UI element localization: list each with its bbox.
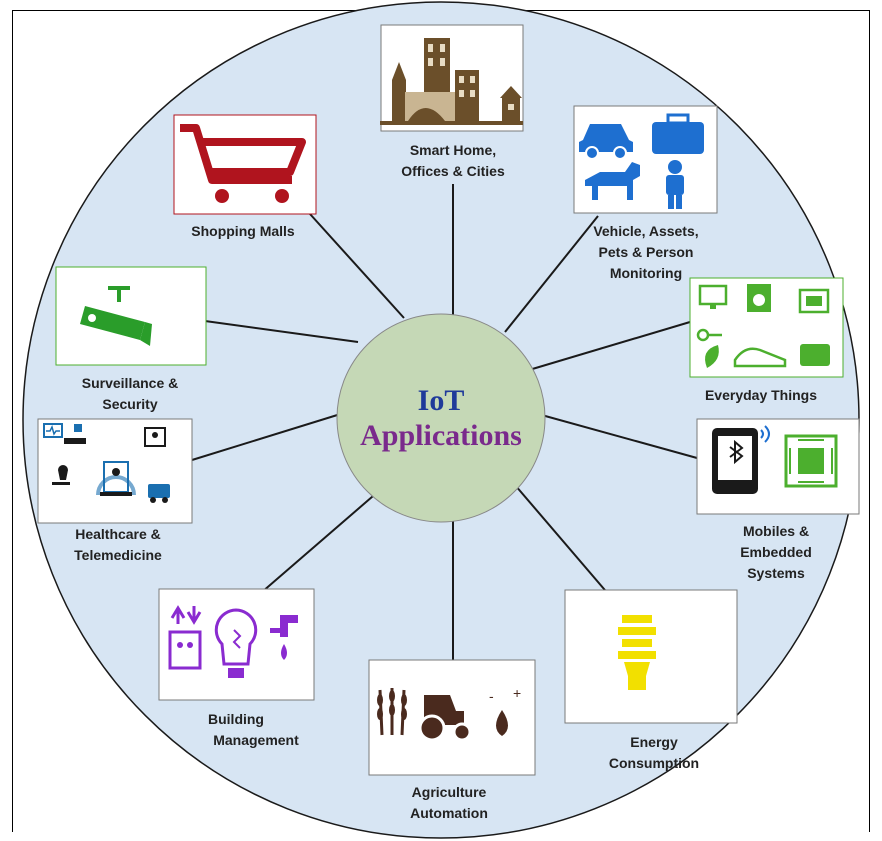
city-buildings-icon	[380, 38, 523, 125]
node-building: Building Management	[158, 588, 315, 748]
spoke-surveillance	[204, 320, 359, 343]
label-energy-2: Consumption	[609, 755, 699, 771]
light-bulb-icon	[618, 615, 656, 690]
node-shopping: Shopping Malls	[173, 114, 317, 239]
spoke-shopping	[309, 213, 405, 319]
label-smart-home-1: Smart Home,	[410, 142, 496, 158]
icon-box	[55, 266, 207, 366]
spoke-building	[261, 489, 381, 593]
center-title-line2: Applications	[360, 419, 522, 452]
label-building-2: Management	[213, 732, 299, 748]
svg-text:+: +	[513, 685, 521, 701]
node-agriculture: - + Agriculture Automation	[368, 659, 536, 821]
node-mobiles: Mobiles & Embedded Systems	[696, 418, 860, 581]
label-shopping: Shopping Malls	[191, 223, 295, 239]
spokes	[191, 184, 698, 660]
node-vehicle: Vehicle, Assets, Pets & Person Monitorin…	[573, 105, 718, 281]
spoke-vehicle	[504, 215, 599, 333]
label-mobiles-2: Embedded	[740, 544, 812, 560]
label-mobiles-1: Mobiles &	[743, 523, 809, 539]
label-surveillance-2: Security	[102, 396, 157, 412]
center-title-line1: IoT	[418, 384, 465, 417]
spoke-mobiles	[537, 413, 698, 459]
label-agriculture-1: Agriculture	[412, 784, 487, 800]
label-mobiles-3: Systems	[747, 565, 805, 581]
spoke-healthcare	[191, 411, 348, 461]
label-vehicle-1: Vehicle, Assets,	[593, 223, 698, 239]
node-surveillance: Surveillance & Security	[55, 266, 207, 412]
healthcare-icon	[43, 423, 170, 503]
label-vehicle-3: Monitoring	[610, 265, 682, 281]
svg-text:-: -	[489, 688, 494, 704]
label-smart-home-2: Offices & Cities	[401, 163, 505, 179]
building-management-icon	[168, 605, 298, 678]
spoke-everyday	[528, 321, 691, 371]
node-healthcare: Healthcare & Telemedicine	[37, 418, 193, 563]
label-everyday: Everyday Things	[705, 387, 817, 403]
node-energy: Energy Consumption	[564, 589, 738, 771]
vehicle-assets-pets-person-icon	[579, 113, 704, 209]
node-smart-home: Smart Home, Offices & Cities	[380, 24, 524, 179]
node-everyday: Everyday Things	[689, 277, 844, 403]
shopping-cart-icon	[180, 124, 306, 203]
label-surveillance-1: Surveillance &	[82, 375, 179, 391]
center-circle	[336, 313, 546, 523]
everyday-things-icon	[696, 284, 830, 368]
cctv-camera-icon	[80, 286, 152, 346]
tractor-wheat-icon: - +	[377, 685, 521, 742]
mobile-embedded-icon	[712, 425, 838, 494]
label-agriculture-2: Automation	[410, 805, 488, 821]
label-healthcare-1: Healthcare &	[75, 526, 161, 542]
label-vehicle-2: Pets & Person	[599, 244, 694, 260]
spoke-energy	[514, 484, 611, 597]
label-building-1: Building	[208, 711, 264, 727]
label-healthcare-2: Telemedicine	[74, 547, 162, 563]
label-energy-1: Energy	[630, 734, 678, 750]
